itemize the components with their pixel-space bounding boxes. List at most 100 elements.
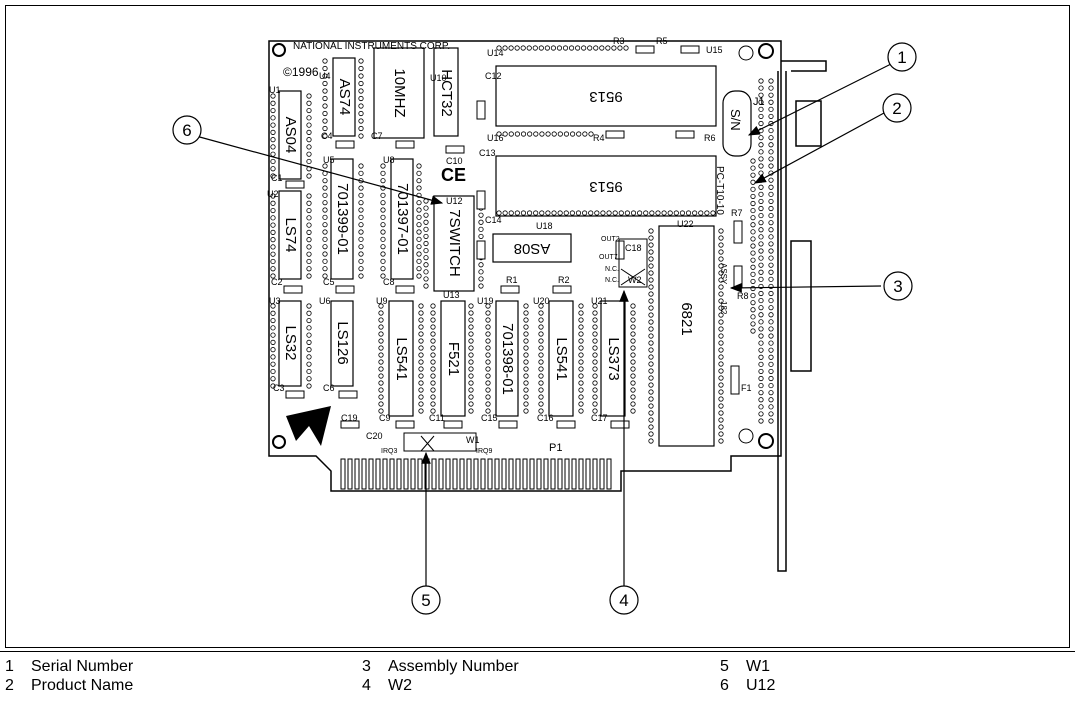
chip-osc [373,47,425,139]
lbl-r4: R4 [593,133,605,143]
capacitors [283,45,743,429]
lbl-r1: R1 [506,275,518,285]
part-u3: LS32 [282,325,299,360]
ce-mark: CE [441,165,466,185]
lbl-u15: U15 [706,45,723,55]
ref-u4: U4 [319,71,331,81]
callout-6: 6 [172,115,202,145]
ref-u18: U18 [536,221,553,231]
lbl-w2: W2 [628,275,642,285]
lbl-c1: C1 [271,173,283,183]
ref-u1: U1 [269,85,281,95]
part-u18: AS08 [514,240,551,257]
callout-2: 2 [882,93,912,123]
ref-u9: U9 [376,296,388,306]
lbl-out7: OUT7 [599,254,618,261]
svg-text:5: 5 [421,591,430,610]
lbl-c17: C17 [591,413,608,423]
ref-u22: U22 [677,219,694,229]
chip-u3 [278,300,302,387]
lbl-r8: R8 [737,291,749,301]
chip-u21 [600,300,626,417]
lbl-w1: W1 [466,435,480,445]
lbl-c19: C19 [341,413,358,423]
leader-lines [195,63,892,586]
lbl-c6: C6 [323,383,335,393]
svg-text:2: 2 [892,99,901,118]
part-u13: F521 [445,342,462,376]
lbl-p1: P1 [549,442,562,454]
lbl-c12: C12 [485,71,502,81]
sn-sticker [722,90,752,157]
ref-u14: U14 [487,48,504,58]
chip-u2 [278,190,302,280]
chip-u20 [548,300,574,417]
chip-u13 [440,300,466,417]
part-u9: LS541 [393,337,410,380]
board-labels: NATIONAL INSTRUMENTS CORP. ©1996 C10 C13… [271,36,765,455]
lbl-f1: F1 [741,383,752,393]
lbl-r6: R6 [704,133,716,143]
part-u4: AS74 [336,79,353,116]
ref-u3: U3 [269,296,281,306]
mounting-bracket [777,60,827,572]
lbl-nc2: N.C. [605,277,619,284]
mounting-holes [272,43,774,449]
callout-1: 1 [887,42,917,72]
ref-u5: U5 [323,155,335,165]
chip-u8 [390,158,414,280]
lbl-c10: C10 [446,156,463,166]
chip-u22 [658,225,715,447]
chip-u9 [388,300,414,417]
lbl-c11: C11 [429,413,445,423]
lbl-c14: C14 [485,215,502,225]
chip-u19 [495,300,519,417]
ref-u12: U12 [446,196,463,206]
lbl-c5: C5 [323,277,335,287]
ref-u20: U20 [533,296,550,306]
callouts: 1 2 3 4 5 6 [172,42,917,615]
part-u14: 9513 [589,88,622,105]
lbl-r5: R5 [656,36,668,46]
ref-u6: U6 [319,296,331,306]
ref-u19: U19 [477,296,494,306]
lbl-c3: C3 [273,383,285,393]
chip-u1 [278,90,302,180]
callout-4: 4 [609,585,639,615]
part-u10: HCT32 [438,69,455,117]
chip-u12 [433,195,475,292]
part-osc: 10MHZ [391,68,408,117]
ref-u8: U8 [383,155,395,165]
ref-u13: U13 [443,290,460,300]
lbl-c7: C7 [371,131,383,141]
lbl-c15: C15 [481,413,498,423]
part-u5: 701399-01 [334,183,351,255]
part-u22: 6821 [678,302,695,335]
lbl-r2: R2 [558,275,570,285]
chip-ref-labels: U4 U10 U14 U16 U1 U5 U8 U12 U18 U22 U2 U… [267,48,694,306]
svg-text:4: 4 [619,591,628,610]
ref-u21: U21 [591,296,608,306]
part-u21: LS373 [605,337,622,380]
lbl-assy: ASSY [719,263,728,285]
part-u12: 7SWITCH [446,209,463,277]
chip-u10 [433,47,459,137]
part-u1: AS04 [282,117,299,154]
lbl-irq9: IRQ9 [476,448,492,455]
jumper-w2 [618,238,648,288]
chip-part-labels: AS74 10MHZ HCT32 9513 9513 AS04 701399-0… [282,68,695,394]
edge-connector [331,458,621,492]
lbl-c16: C16 [537,413,554,423]
chip-u16 [495,155,717,217]
svg-text:1: 1 [897,48,906,67]
chip-u14 [495,65,717,127]
maker-text: NATIONAL INSTRUMENTS CORP. [293,41,450,52]
lbl-product: PC-T10-10 [714,166,725,215]
callout-5: 5 [411,585,441,615]
lbl-j1: J1 [753,96,765,108]
ref-u2: U2 [267,189,279,199]
